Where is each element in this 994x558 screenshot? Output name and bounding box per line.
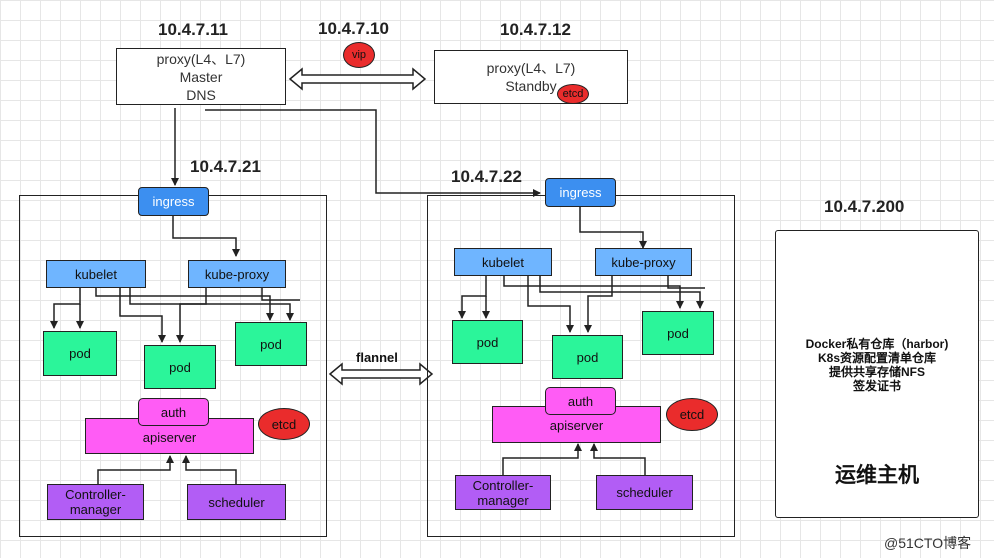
ip-node1: 10.4.7.21 [190,157,261,176]
ip-master: 10.4.7.11 [158,20,228,39]
ops-host-title: 运维主机 [835,464,919,487]
node1-pod-2: pod [144,345,216,389]
node1-etcd: etcd [258,408,310,440]
node2-kube-proxy: kube-proxy [595,248,692,276]
proxy-master-line-3: DNS [186,86,216,103]
line-master-to-ingress2 [205,109,541,197]
ip-vip: 10.4.7.10 [318,19,389,38]
ops-host-line-4: 签发证书 [852,379,901,393]
standby-etcd-ellipse: etcd [557,84,589,104]
node1-controller-manager: Controller-manager [47,484,144,520]
ops-host-box: Docker私有仓库（harbor) K8s资源配置清单仓库 提供共享存储NFS… [775,230,979,518]
proxy-standby-box: proxy(L4、L7) Standby [434,50,628,104]
node2-kubelet: kubelet [454,248,552,276]
proxy-standby-line-2: Standby [505,78,557,94]
ip-ops-host: 10.4.7.200 [824,197,905,216]
node2-pod-1: pod [452,320,523,364]
node2-etcd: etcd [666,398,718,431]
watermark: @51CTO博客 [884,535,972,551]
ip-standby: 10.4.7.12 [500,20,571,39]
proxy-master-line-1: proxy(L4、L7) [156,50,246,67]
node1-ingress: ingress [138,187,209,216]
node1-kube-proxy: kube-proxy [188,260,286,288]
node1-kubelet: kubelet [46,260,146,288]
node2-pod-2: pod [552,335,623,379]
line-ingress2-to-kubeproxy2 [579,206,647,249]
ops-host-line-2: K8s资源配置清单仓库 [817,351,936,365]
node2-ingress: ingress [545,178,616,207]
proxy-master-line-2: Master [179,68,223,85]
ops-host-line-1: Docker私有仓库（harbor) [805,337,949,351]
line-ingress1-to-kubeproxy1 [172,216,240,257]
proxy-master-box: proxy(L4、L7) Master DNS [116,48,286,105]
proxy-standby-line-1: proxy(L4、L7) [486,60,576,76]
node2-pod-3: pod [642,311,714,355]
node1-pod-1: pod [43,331,117,376]
node1-scheduler: scheduler [187,484,286,520]
ip-node2: 10.4.7.22 [451,167,522,186]
ops-host-description: Docker私有仓库（harbor) K8s资源配置清单仓库 提供共享存储NFS… [776,337,978,393]
node2-auth: auth [545,387,616,415]
master-standby-double-arrow [288,67,427,91]
node1-auth: auth [138,398,209,426]
ops-host-line-3: 提供共享存储NFS [828,365,925,379]
flannel-label: flannel [356,350,398,365]
node2-scheduler: scheduler [596,475,693,510]
vip-ellipse: vip [343,42,375,68]
node1-pod-3: pod [235,322,307,366]
flannel-double-arrow [328,362,434,386]
node2-controller-manager: Controller-manager [455,475,551,510]
